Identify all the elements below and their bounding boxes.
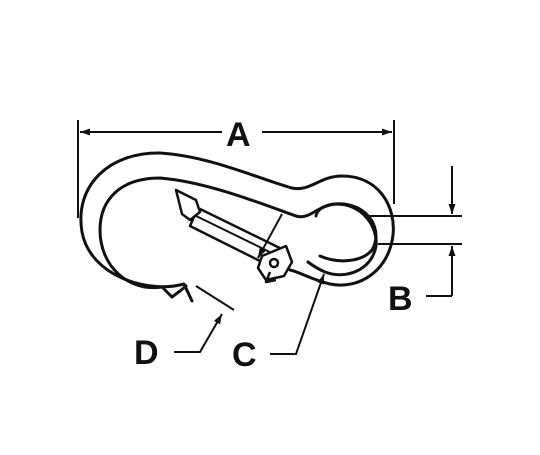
- hook-outer-contour: [79, 151, 395, 303]
- label-d: D: [134, 334, 159, 372]
- spring-gate: [174, 188, 294, 284]
- label-c: C: [232, 336, 257, 374]
- dimension-d-opening-line: [195, 285, 235, 311]
- hook-inner-contour: [98, 176, 378, 299]
- eye-hole: [314, 202, 378, 263]
- dimension-lines: [77, 120, 462, 355]
- label-b: B: [388, 280, 413, 318]
- hook-tip: [170, 284, 188, 299]
- dimension-labels: A B C D: [134, 116, 413, 374]
- gate-pointer-arrow: [257, 213, 283, 259]
- label-a: A: [226, 116, 251, 154]
- snap-hook-body: [79, 151, 395, 303]
- dimension-d-leader: [174, 313, 223, 353]
- gate-pivot-pin: [268, 257, 280, 269]
- dimension-c-leader: [270, 273, 325, 355]
- gate-latch-nose: [174, 188, 202, 222]
